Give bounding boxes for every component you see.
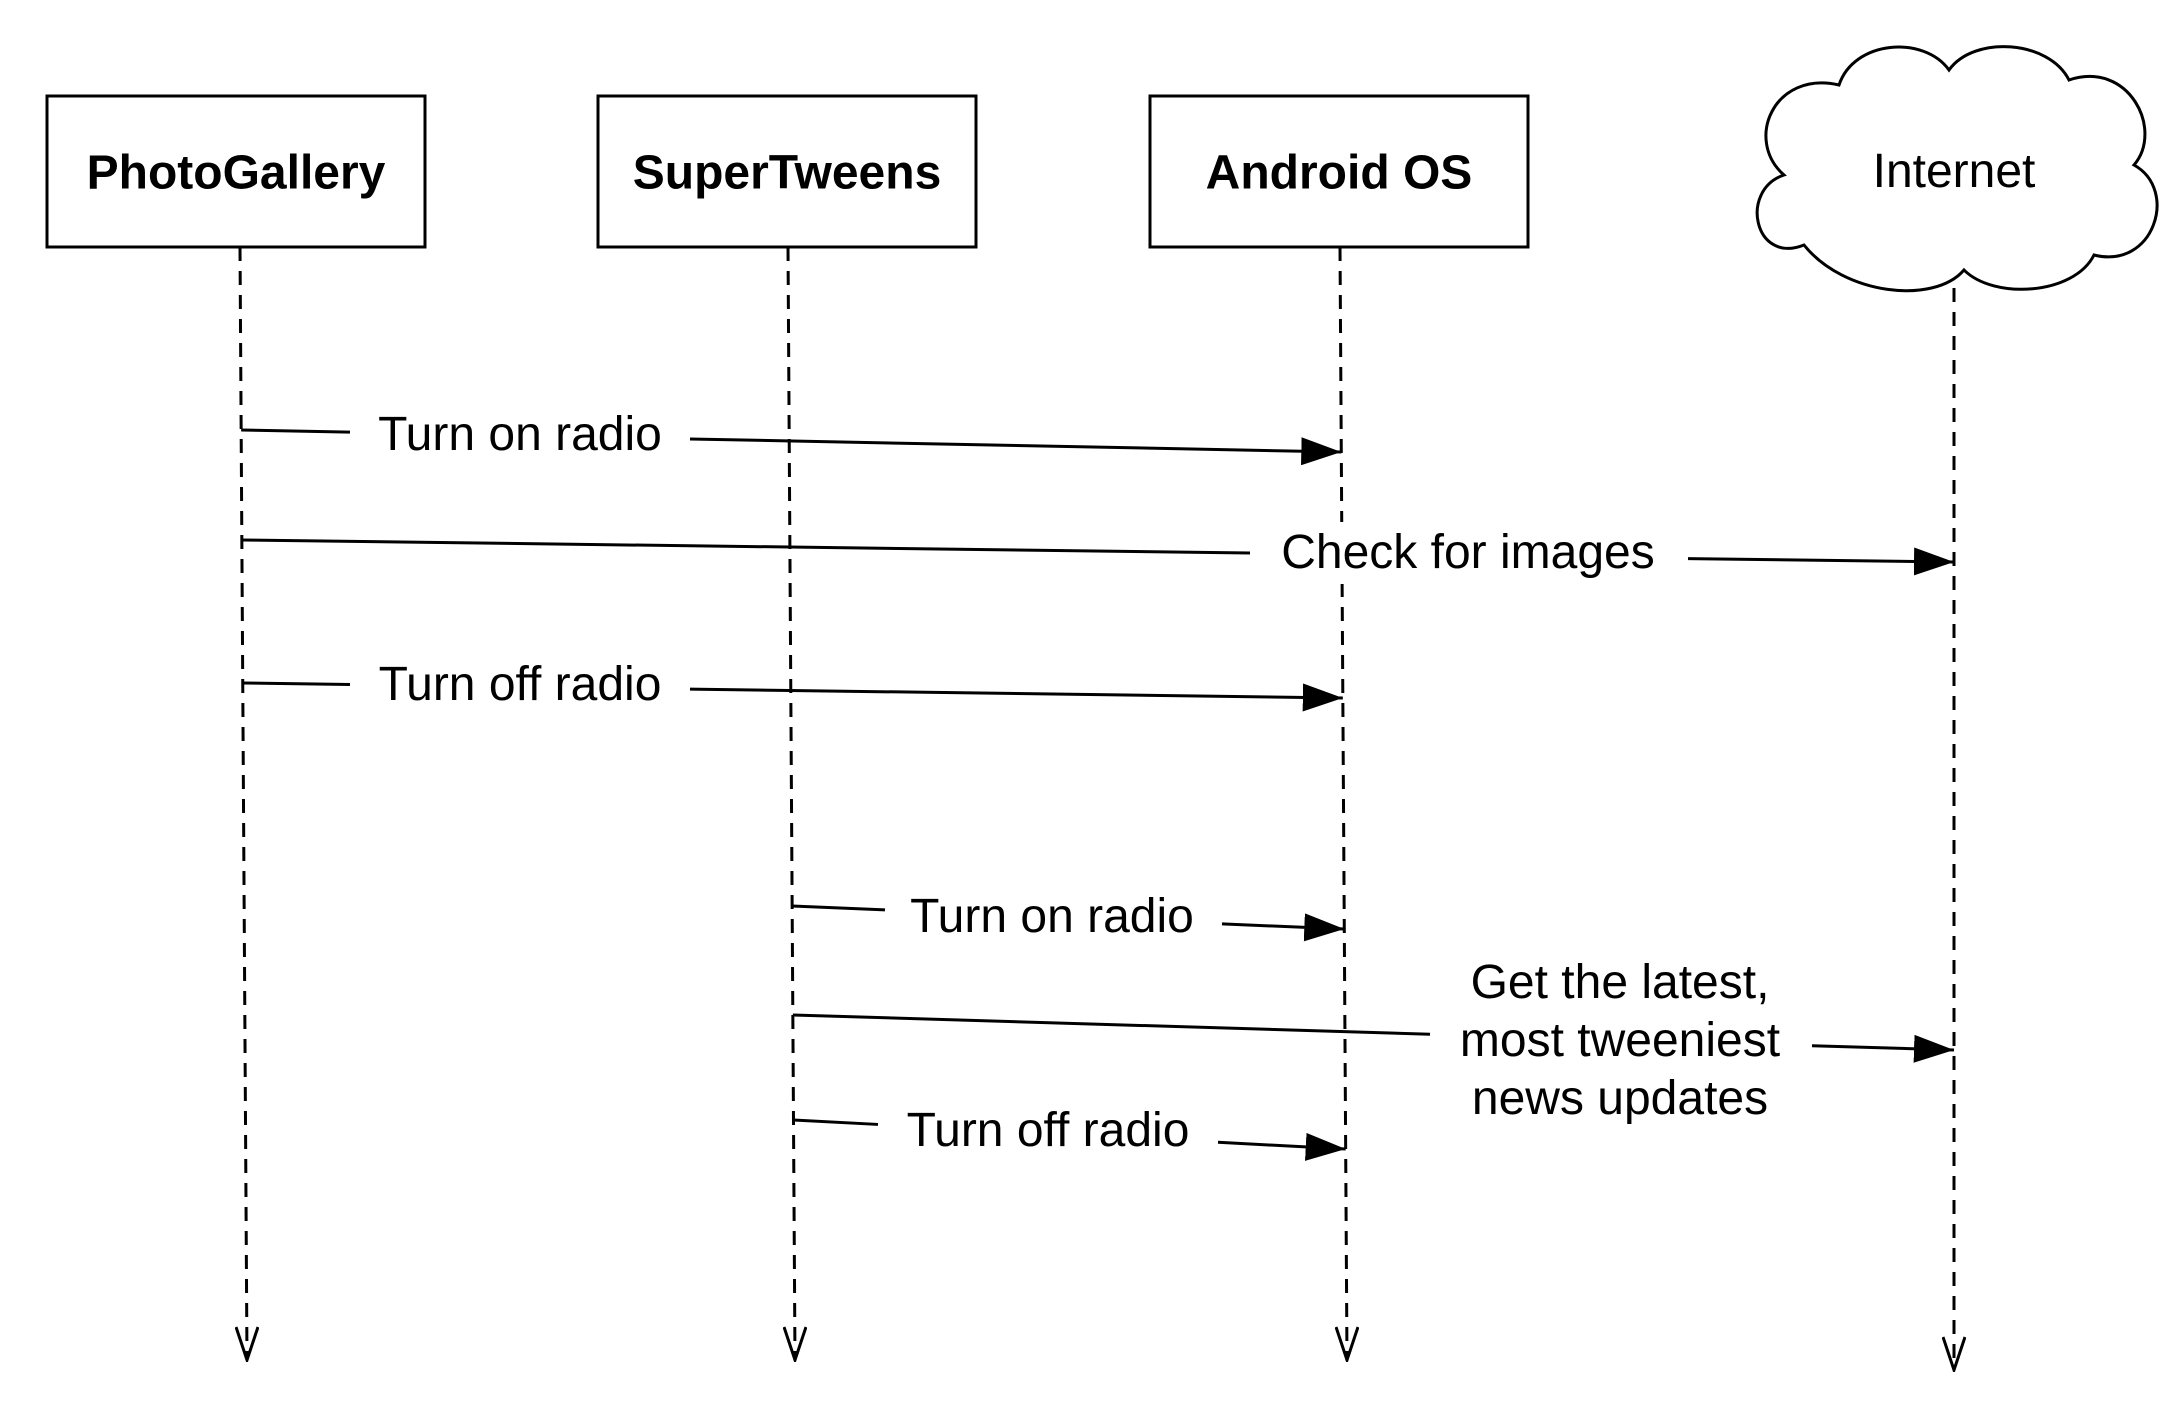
message-label-5-line-2: most tweeniest (1460, 1014, 1780, 1067)
message-label-3: Turn off radio (379, 658, 662, 711)
message-1: Turn on radio (241, 404, 1342, 466)
lifeline-supertweens (788, 246, 795, 1360)
message-3: Turn off radio (242, 654, 1343, 716)
lifeline-android (1340, 246, 1347, 1360)
message-line-3 (242, 681, 351, 686)
message-line-6 (793, 1118, 879, 1126)
actor-label-supertweens: SuperTweens (633, 147, 942, 200)
message-line-1 (241, 428, 351, 434)
message-2: Check for images (241, 522, 1955, 584)
actor-box-photogallery (45, 94, 427, 249)
actor-internet: Internet (1755, 45, 2159, 293)
message-line-5 (792, 1013, 1431, 1036)
message-4: Turn on radio (792, 886, 1345, 948)
message-arrow-3 (689, 683, 1343, 712)
actor-label-android: Android OS (1206, 147, 1473, 200)
message-label-5-line-1: Get the latest, (1471, 956, 1770, 1009)
actor-photogallery: PhotoGallery (45, 94, 427, 249)
message-6: Turn off radio (793, 1100, 1346, 1162)
actor-box-android (1148, 94, 1530, 249)
message-label-bg-1 (354, 404, 686, 466)
lifeline-photogallery (240, 246, 247, 1360)
message-line-4 (792, 904, 886, 912)
message-arrow-4 (1221, 913, 1345, 942)
actor-label-internet: Internet (1873, 145, 2036, 198)
message-line-2 (241, 538, 1251, 555)
message-arrow-1 (689, 437, 1342, 466)
message-label-bg-2 (1254, 522, 1684, 584)
message-label-4: Turn on radio (910, 890, 1194, 943)
message-label-bg-5 (1434, 952, 1808, 1130)
message-label-5-line-3: news updates (1472, 1072, 1768, 1125)
cloud-shape-internet (1755, 45, 2159, 293)
message-label-bg-3 (354, 654, 686, 716)
message-arrow-2 (1687, 547, 1955, 576)
message-arrow-6 (1217, 1132, 1346, 1161)
actor-box-supertweens (596, 94, 978, 249)
message-label-2: Check for images (1281, 526, 1654, 579)
message-arrow-5 (1811, 1034, 1955, 1063)
actor-label-photogallery: PhotoGallery (87, 147, 386, 200)
message-label-1: Turn on radio (378, 408, 662, 461)
message-label-bg-6 (882, 1100, 1214, 1162)
message-label-6: Turn off radio (907, 1104, 1190, 1157)
actor-supertweens: SuperTweens (596, 94, 978, 249)
actor-android: Android OS (1148, 94, 1530, 249)
message-label-bg-4 (889, 886, 1218, 948)
